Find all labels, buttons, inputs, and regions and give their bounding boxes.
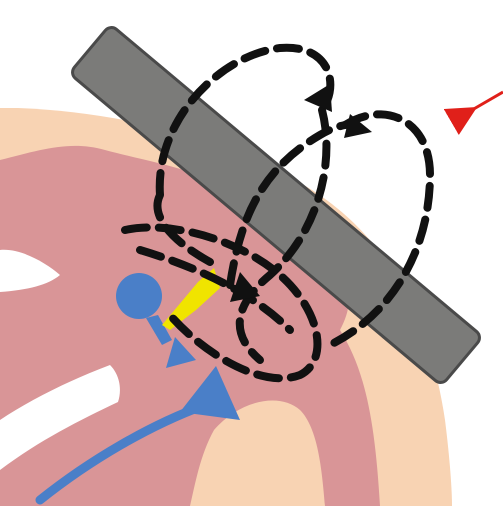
- red-pointer-arrow: [472, 92, 503, 110]
- target-cell-circle: [116, 273, 162, 319]
- loop-arrowhead-1: [304, 84, 332, 112]
